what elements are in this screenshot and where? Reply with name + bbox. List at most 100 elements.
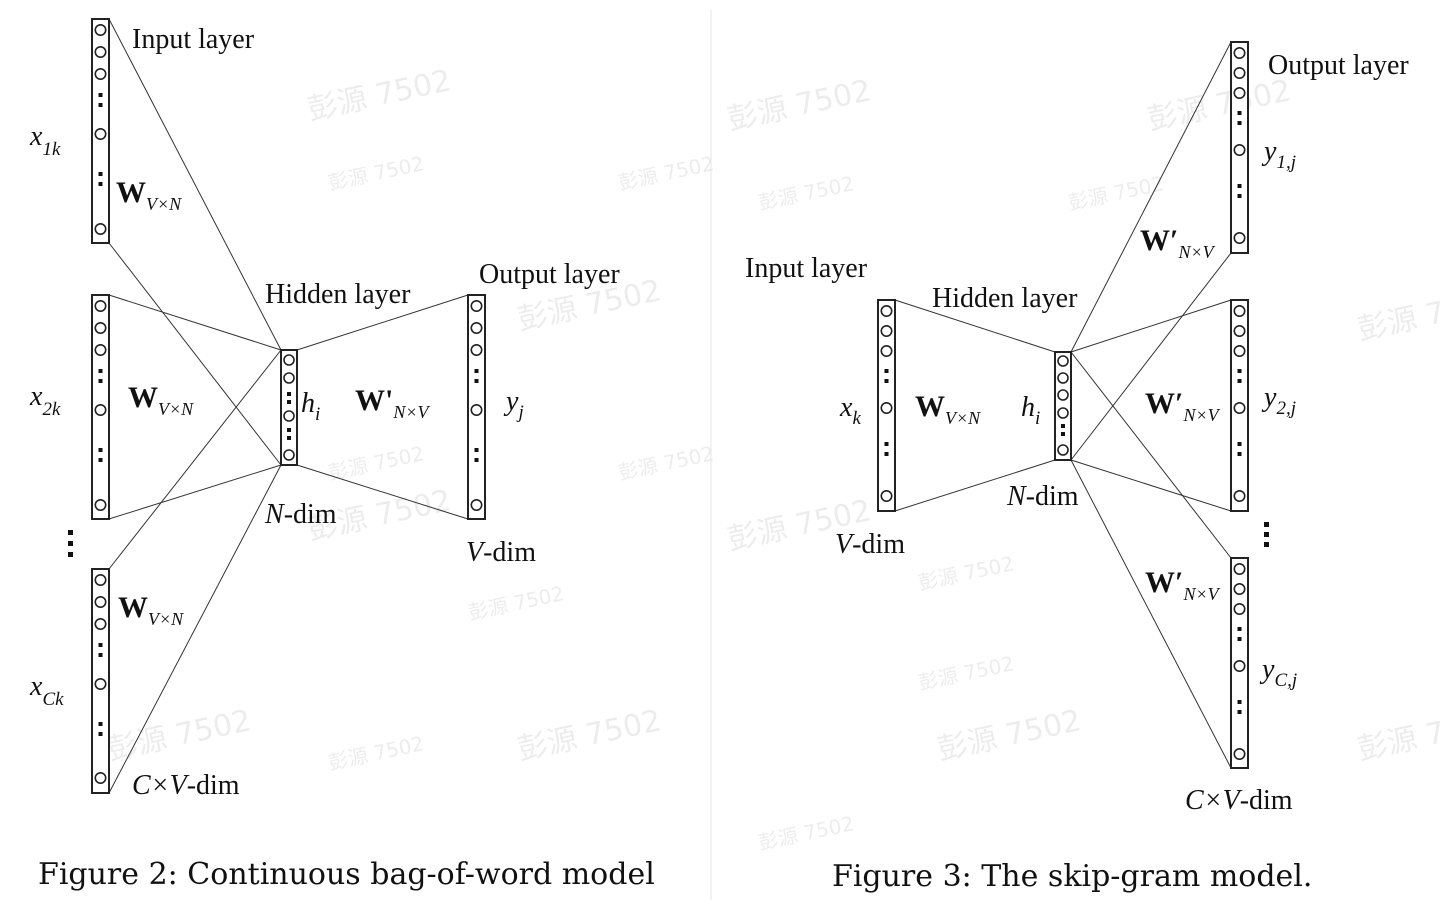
neuron: [1233, 747, 1246, 760]
cbow-hidden-vector: [280, 349, 298, 466]
watermark: 彭源 7502: [304, 63, 454, 128]
ellipsis-dot: [474, 458, 479, 462]
skipgram-output-ellipsis: [1264, 522, 1269, 547]
neuron: [94, 343, 107, 356]
neuron: [1233, 304, 1246, 317]
neuron: [1233, 87, 1246, 100]
ellipsis-dot: [287, 436, 291, 440]
connection-line: [296, 464, 469, 520]
neuron: [470, 299, 483, 312]
output-variable-label: y2,j: [1261, 382, 1296, 419]
weight-subscript: V×N: [146, 194, 182, 214]
output-dim-label: V-dim: [466, 537, 536, 568]
weight-matrix-label: WV×N: [128, 381, 194, 419]
cbow-input-vector-2: [91, 294, 110, 520]
output-variable-label: y1,j: [1261, 136, 1296, 173]
cbow-input-ellipsis: [68, 530, 73, 557]
subscript: 2,j: [1276, 398, 1296, 419]
ellipsis-dot: [1061, 424, 1065, 428]
watermark: 彭源 7502: [756, 171, 856, 215]
dim-suffix: -dim: [1026, 481, 1079, 512]
neuron: [1233, 602, 1246, 615]
connection-line: [1070, 41, 1232, 353]
ellipsis-dot: [1237, 194, 1242, 198]
input-variable-label: xk: [839, 392, 861, 429]
output-weight-label: W′N×V: [1145, 566, 1221, 604]
output-weight-label: W′N×V: [1140, 224, 1216, 262]
ellipsis-dot: [1237, 121, 1242, 125]
neuron: [94, 68, 107, 81]
ellipsis-dot: [1237, 442, 1242, 446]
ellipsis-dot: [98, 379, 103, 383]
ellipsis-dot: [1237, 379, 1242, 383]
hidden-layer-label: Hidden layer: [932, 283, 1078, 314]
variable: y: [503, 386, 519, 417]
neuron: [283, 372, 295, 384]
connection-line: [1070, 299, 1232, 353]
connection-line: [894, 459, 1056, 512]
neuron: [1233, 582, 1246, 595]
neuron: [1233, 46, 1246, 59]
skipgram-hidden-vector: [1054, 351, 1072, 461]
hidden-dim-label: N-dim: [264, 499, 337, 530]
dim-suffix: -dim: [187, 770, 240, 801]
output-weight-label: W'N×V: [355, 384, 430, 422]
variable: y: [1261, 382, 1277, 413]
dim-suffix: -dim: [483, 537, 536, 568]
neuron: [94, 771, 107, 784]
figure-caption: Figure 2: Continuous bag-of-word model: [38, 857, 655, 892]
cbow-input-vector-1: [91, 18, 110, 244]
neuron: [880, 344, 893, 357]
input-layer-label: Input layer: [745, 253, 868, 284]
variable: y: [1259, 654, 1275, 685]
subscript: 1k: [42, 139, 61, 160]
ellipsis-dot: [287, 400, 291, 404]
ellipsis-dot: [68, 541, 73, 546]
connection-line: [296, 294, 469, 351]
neuron: [1057, 355, 1069, 367]
ellipsis-dot: [1237, 452, 1242, 456]
watermark: 彭源 7502: [514, 703, 664, 768]
connection-line: [108, 18, 282, 351]
output-dim-label: C×V-dim: [1185, 785, 1293, 816]
neuron: [1057, 407, 1069, 419]
neuron: [94, 45, 107, 58]
connection-line: [1070, 459, 1232, 769]
ellipsis-dot: [1237, 700, 1242, 704]
variable: h: [1021, 392, 1035, 423]
watermark: 彭源 7502: [756, 811, 856, 855]
figure-cbow: Input layer Hidden layer Output layer x1…: [29, 18, 655, 892]
weight-subscript: V×N: [158, 399, 194, 419]
weight-symbol: W′: [1140, 224, 1178, 257]
neuron: [1233, 489, 1246, 502]
skipgram-output-vector-2: [1230, 299, 1249, 512]
ellipsis-dot: [1237, 627, 1242, 631]
ellipsis-dot: [884, 442, 889, 446]
watermark: 彭源 7502: [1144, 73, 1294, 138]
input-variable-label: x2k: [29, 381, 61, 420]
input-variable-label: x1k: [29, 121, 61, 160]
weight-symbol: W′: [1145, 387, 1183, 420]
neuron: [1233, 401, 1246, 414]
ellipsis-dot: [1264, 522, 1269, 527]
output-weight-label: W′N×V: [1145, 387, 1221, 425]
dim-suffix: -dim: [852, 529, 905, 560]
ellipsis-dot: [98, 458, 103, 462]
vector-box: [1054, 351, 1072, 461]
ellipsis-dot: [98, 93, 103, 97]
watermark: 彭源 7502: [934, 703, 1084, 768]
ellipsis-dot: [884, 369, 889, 373]
watermark: 彭源 7502: [916, 651, 1016, 695]
neuron: [1233, 324, 1246, 337]
weight-symbol: W: [116, 176, 146, 209]
input-variable-label: xCk: [29, 671, 64, 710]
subscript: Ck: [42, 689, 64, 710]
ellipsis-dot: [98, 732, 103, 736]
weight-subscript: V×N: [945, 408, 981, 428]
neuron: [94, 573, 107, 586]
variable: x: [29, 381, 43, 412]
weight-subscript: N×V: [1182, 405, 1220, 425]
weight-symbol: W': [355, 384, 393, 417]
skipgram-input-vector: [877, 299, 896, 512]
